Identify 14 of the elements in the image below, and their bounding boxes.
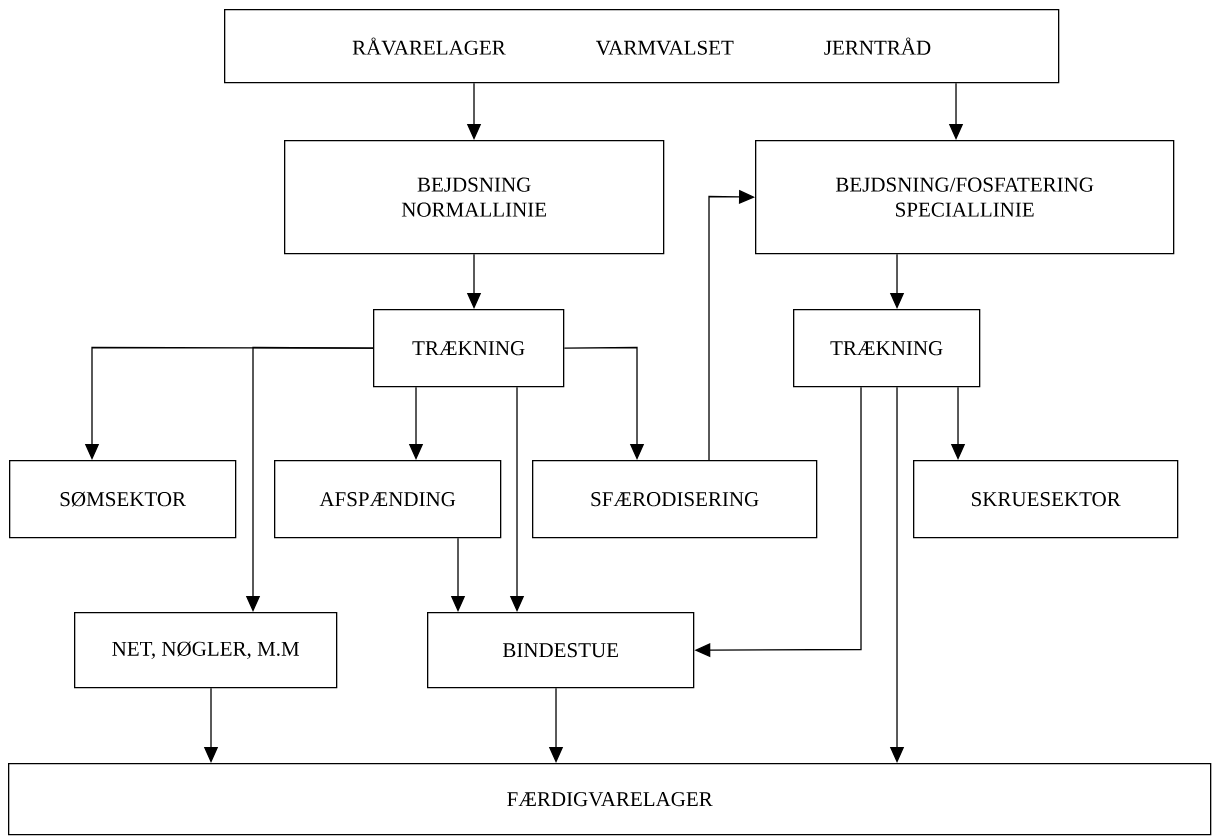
process-box: TRÆKNING: [793, 309, 981, 388]
process-box: TRÆKNING: [373, 309, 565, 388]
process-box: SØMSEKTOR: [9, 460, 237, 539]
process-box: BEJDSNING NORMALLINIE: [284, 140, 665, 255]
process-box: AFSPÆNDING: [274, 460, 502, 539]
arrow: [708, 189, 755, 461]
process-box: BEJDSNING/FOSFATERING SPECIALLINIE: [755, 140, 1175, 255]
arrow: [563, 346, 645, 460]
process-box: SFÆRODISERING: [532, 460, 818, 539]
process-box: BINDESTUE: [427, 612, 695, 689]
process-box: SKRUESEKTOR: [913, 460, 1179, 539]
process-box: FÆRDIGVARELAGER: [8, 763, 1212, 836]
process-box: NET, NØGLER, M.M: [74, 612, 338, 689]
process-box: RÅVARELAGER VARMVALSET JERNTRÅD: [224, 9, 1060, 84]
